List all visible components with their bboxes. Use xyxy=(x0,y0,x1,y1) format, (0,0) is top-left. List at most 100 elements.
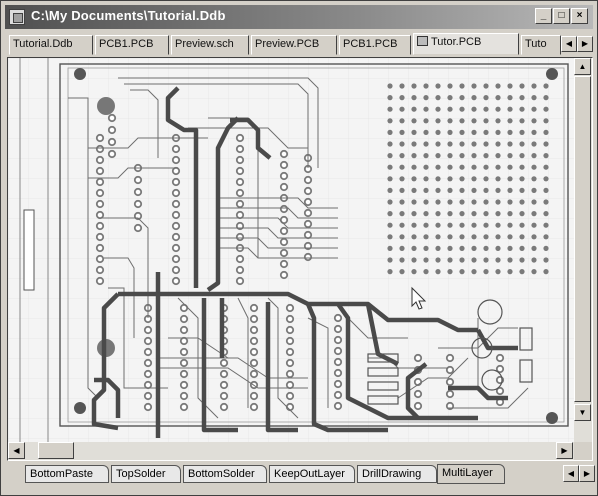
matrix-pad xyxy=(471,257,477,263)
horizontal-scrollbar[interactable]: ◀ ▶ xyxy=(8,442,574,460)
matrix-pad xyxy=(399,118,405,124)
matrix-pad xyxy=(459,129,465,135)
component-pad xyxy=(171,177,181,187)
scroll-left-button[interactable]: ◀ xyxy=(8,442,25,459)
matrix-pad xyxy=(471,222,477,228)
scrollbar-corner xyxy=(574,442,592,460)
matrix-pad xyxy=(423,95,429,101)
matrix-pad xyxy=(543,234,549,240)
matrix-pad xyxy=(519,222,525,228)
scroll-right-button[interactable]: ▶ xyxy=(556,442,573,459)
component-pad xyxy=(107,149,117,159)
matrix-pad xyxy=(507,269,513,275)
matrix-pad xyxy=(507,176,513,182)
component-pad xyxy=(171,254,181,264)
title-bar[interactable]: C:\My Documents\Tutorial.Ddb _ □ × xyxy=(5,5,593,29)
layer-tab-top-solder[interactable]: TopSolder xyxy=(111,465,181,483)
close-button[interactable]: × xyxy=(571,8,588,24)
mouse-cursor-icon xyxy=(411,286,427,310)
matrix-pad xyxy=(531,199,537,205)
tab-label: PCB1.PCB xyxy=(99,38,154,50)
matrix-pad xyxy=(399,129,405,135)
tab-tutor-pcb[interactable]: Tutor.PCB xyxy=(413,33,519,55)
component-pad xyxy=(303,197,313,207)
matrix-pad xyxy=(435,83,441,89)
matrix-pad xyxy=(435,164,441,170)
matrix-pad xyxy=(399,269,405,275)
layer-tab-keepout[interactable]: KeepOutLayer xyxy=(269,465,355,483)
matrix-pad xyxy=(399,176,405,182)
matrix-pad xyxy=(507,211,513,217)
tab-scroll-right-button[interactable]: ▶ xyxy=(577,36,593,52)
component-pad xyxy=(333,368,343,378)
component-pad xyxy=(333,313,343,323)
layer-tab-drill-drawing[interactable]: DrillDrawing xyxy=(357,465,437,483)
component-pad xyxy=(285,369,295,379)
matrix-pad xyxy=(435,187,441,193)
component-pad xyxy=(107,125,117,135)
resistor-outlines xyxy=(367,299,533,405)
matrix-pad xyxy=(495,129,501,135)
layer-tab-multilayer[interactable]: MultiLayer xyxy=(437,464,505,484)
component-pad xyxy=(333,390,343,400)
horizontal-scroll-thumb[interactable] xyxy=(38,442,74,459)
vertical-scroll-thumb[interactable] xyxy=(574,76,591,402)
matrix-pad xyxy=(447,199,453,205)
component-pad xyxy=(179,369,189,379)
matrix-pad xyxy=(423,141,429,147)
tab-preview-sch[interactable]: Preview.sch xyxy=(171,35,249,55)
matrix-pad xyxy=(495,245,501,251)
layer-tab-bottom-paste[interactable]: BottomPaste xyxy=(25,465,109,483)
component-pad xyxy=(413,389,423,399)
minimize-button[interactable]: _ xyxy=(535,8,552,24)
layer-scroll-right-button[interactable]: ▶ xyxy=(579,465,595,482)
matrix-pad xyxy=(519,164,525,170)
matrix-pad xyxy=(471,106,477,112)
tab-preview-pcb[interactable]: Preview.PCB xyxy=(251,35,337,55)
component-pad xyxy=(179,380,189,390)
component-pad xyxy=(179,303,189,313)
tab-tuto[interactable]: Tuto xyxy=(521,35,561,55)
matrix-pad xyxy=(495,164,501,170)
matrix-pad xyxy=(459,187,465,193)
component-pad xyxy=(107,137,117,147)
document-tabs: Tutorial.Ddb PCB1.PCB Preview.sch Previe… xyxy=(5,33,593,55)
tab-pcb1-pcb-2[interactable]: PCB1.PCB xyxy=(339,35,411,55)
matrix-pad xyxy=(543,106,549,112)
vertical-scrollbar[interactable]: ▲ ▼ xyxy=(574,58,592,442)
component-pad xyxy=(333,324,343,334)
matrix-pad xyxy=(519,245,525,251)
tab-label: Tutor.PCB xyxy=(431,36,482,48)
matrix-pad xyxy=(519,129,525,135)
component-pad xyxy=(95,221,105,231)
matrix-pad xyxy=(447,176,453,182)
matrix-pad xyxy=(399,106,405,112)
matrix-pad xyxy=(519,83,525,89)
component-pad xyxy=(249,336,259,346)
component-pad xyxy=(279,215,289,225)
matrix-pad xyxy=(399,95,405,101)
component-pad xyxy=(333,335,343,345)
matrix-pad xyxy=(531,187,537,193)
component-pad xyxy=(95,232,105,242)
tab-pcb1-pcb[interactable]: PCB1.PCB xyxy=(95,35,169,55)
matrix-pad xyxy=(411,176,417,182)
component-pad xyxy=(495,353,505,363)
maximize-button[interactable]: □ xyxy=(553,8,570,24)
scroll-down-button[interactable]: ▼ xyxy=(574,404,591,421)
pcb-canvas[interactable] xyxy=(8,58,574,442)
component-pad xyxy=(279,171,289,181)
layer-scroll-left-button[interactable]: ◀ xyxy=(563,465,579,482)
component-pad xyxy=(495,386,505,396)
layer-tab-bottom-solder[interactable]: BottomSolder xyxy=(183,465,267,483)
matrix-pad xyxy=(471,95,477,101)
matrix-pad xyxy=(531,95,537,101)
matrix-pad xyxy=(459,153,465,159)
tab-tutorial-ddb[interactable]: Tutorial.Ddb xyxy=(9,35,93,55)
matrix-pad xyxy=(423,106,429,112)
component-pad xyxy=(413,353,423,363)
matrix-pad xyxy=(459,83,465,89)
scroll-up-button[interactable]: ▲ xyxy=(574,58,591,75)
tab-scroll-left-button[interactable]: ◀ xyxy=(561,36,577,52)
component-pad xyxy=(279,226,289,236)
